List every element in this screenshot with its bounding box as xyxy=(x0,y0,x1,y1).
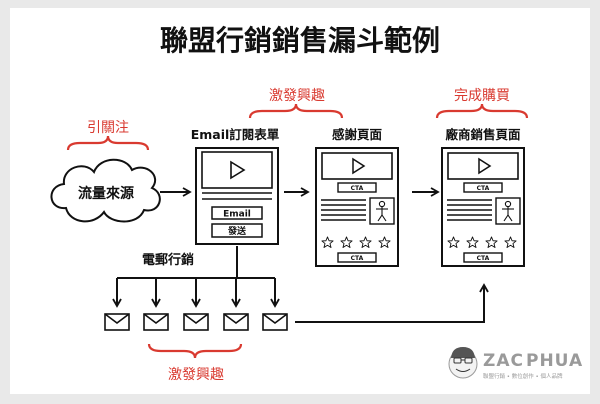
envelope-icon xyxy=(262,313,288,331)
person-icon xyxy=(376,200,388,222)
envelope-icon xyxy=(143,313,169,331)
email-input-box xyxy=(211,206,263,220)
cta-button-box xyxy=(337,252,377,263)
person-icon xyxy=(502,200,514,222)
play-icon xyxy=(478,157,492,175)
brand-tagline: 聯盟行銷 • 數位創作 • 個人品牌 xyxy=(483,372,563,380)
avatar xyxy=(448,347,478,379)
thank-you-title: 感謝頁面 xyxy=(332,127,383,142)
play-icon xyxy=(352,157,366,175)
cta-label: CTA xyxy=(351,185,364,192)
vendor-sales-title: 廠商銷售頁面 xyxy=(445,127,521,142)
brand-name-part1: ZAC xyxy=(483,351,524,371)
brace-interest-top xyxy=(248,103,344,119)
cta-button-box xyxy=(463,252,503,263)
cta-button-box xyxy=(463,182,503,193)
brand-name-part2: PHUA xyxy=(526,351,583,371)
arrow-email-to-vendor xyxy=(295,283,489,323)
email-form-page xyxy=(195,147,279,245)
send-button-label: 發送 xyxy=(227,225,247,237)
stage-label-interest-top: 激發興趣 xyxy=(269,87,325,104)
envelope-icon xyxy=(104,313,130,331)
vendor-sales-page xyxy=(441,147,525,267)
page-title: 聯盟行銷銷售漏斗範例 xyxy=(160,24,440,57)
brace-attract xyxy=(66,135,150,151)
stage-label-interest-bottom: 激發興趣 xyxy=(168,366,224,383)
email-marketing-label: 電郵行銷 xyxy=(142,252,194,268)
stage-label-attract: 引關注 xyxy=(87,120,129,136)
cloud-shape xyxy=(50,158,161,223)
cta-button-box xyxy=(337,182,377,193)
cta-label: CTA xyxy=(477,185,490,192)
envelope-icon xyxy=(183,313,209,331)
brand-logo: ZAC PHUA 聯盟行銷 • 數位創作 • 個人品牌 xyxy=(448,347,583,380)
cta-label: CTA xyxy=(351,255,364,262)
stage-label-purchase: 完成購買 xyxy=(454,88,510,104)
play-icon xyxy=(230,160,246,180)
brace-interest-bottom xyxy=(147,343,243,359)
cta-label: CTA xyxy=(477,255,490,262)
envelope-icon xyxy=(223,313,249,331)
send-button-box xyxy=(211,223,263,238)
brace-purchase xyxy=(435,103,529,119)
email-form-title: Email訂閱表單 xyxy=(191,127,280,142)
email-button-label: Email xyxy=(223,210,251,220)
thank-you-page xyxy=(315,147,399,267)
traffic-source-label: 流量來源 xyxy=(78,185,134,202)
